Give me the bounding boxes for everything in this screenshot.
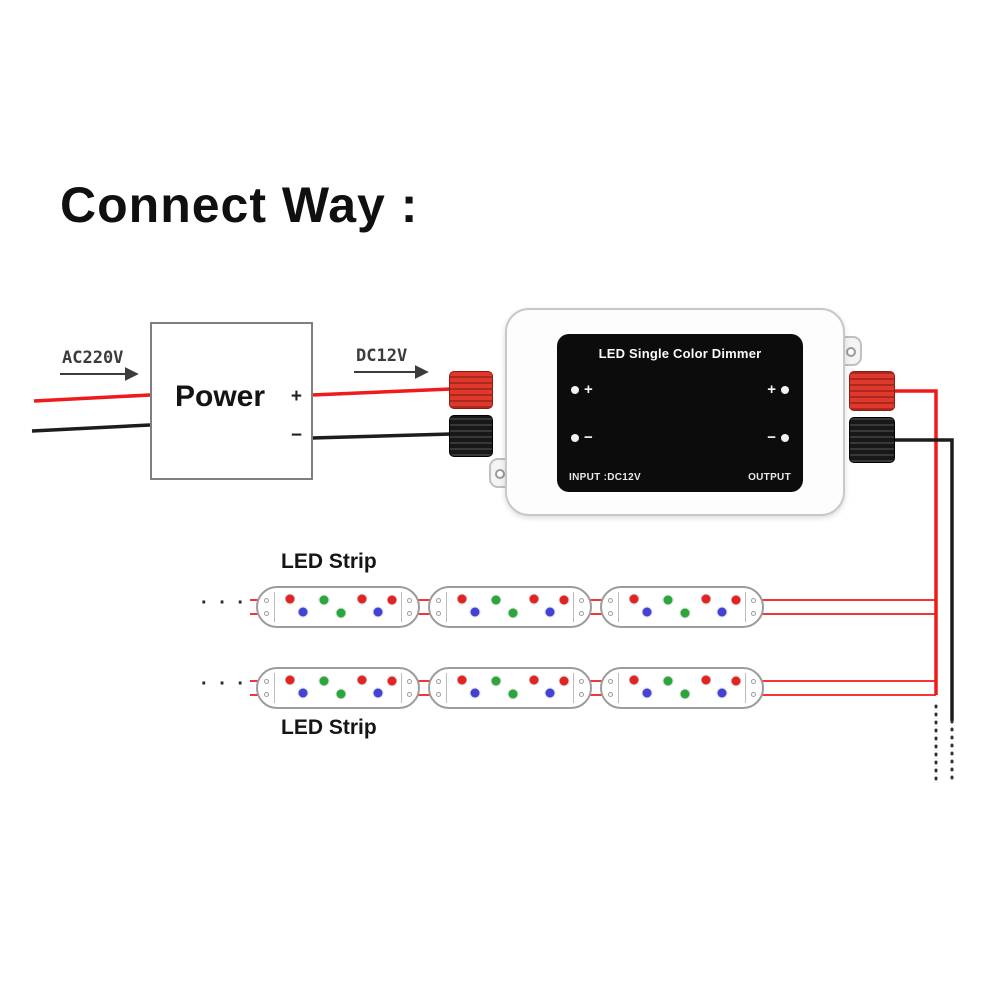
led-blue [545, 607, 555, 617]
dc-voltage-label: DC12V [356, 346, 408, 366]
output-positive-clip [849, 371, 895, 411]
led-blue [298, 688, 308, 698]
led-green [508, 689, 518, 699]
led-red [357, 675, 367, 685]
output-positive-wire [893, 389, 938, 695]
output-minus-terminal: − [767, 429, 789, 446]
led-green [336, 689, 346, 699]
ac-neutral-wire [31, 423, 151, 433]
led-blue [717, 607, 727, 617]
led-red [731, 595, 741, 605]
led-red [731, 676, 741, 686]
led-red [285, 594, 295, 604]
led-strip-row-1 [256, 586, 764, 628]
led-red [701, 594, 711, 604]
led-module [600, 586, 764, 628]
input-label: INPUT :DC12V [569, 472, 641, 483]
led-blue [373, 688, 383, 698]
dimmer-screen: LED Single Color Dimmer + + − − INPUT :D… [557, 334, 803, 492]
led-green [319, 676, 329, 686]
led-module [428, 586, 592, 628]
input-minus-terminal: − [571, 429, 593, 446]
led-red [701, 675, 711, 685]
minus-sign: − [767, 429, 776, 446]
power-plus-terminal: + [290, 386, 302, 407]
led-blue [642, 607, 652, 617]
led-red [387, 676, 397, 686]
led-red [457, 675, 467, 685]
led-red [357, 594, 367, 604]
output-label: OUTPUT [748, 472, 791, 483]
led-red [387, 595, 397, 605]
led-strip-label-bottom: LED Strip [281, 716, 377, 739]
strip1-continuation-dots: · · · [201, 592, 248, 614]
led-strip-row-2 [256, 667, 764, 709]
led-green [680, 608, 690, 618]
screw-hole-icon [495, 469, 505, 479]
led-green [663, 676, 673, 686]
led-green [680, 689, 690, 699]
ac-live-wire [33, 393, 151, 403]
led-blue [298, 607, 308, 617]
terminal-dot-icon [781, 385, 789, 394]
led-green [319, 595, 329, 605]
led-module [256, 667, 420, 709]
dc-negative-wire [311, 432, 452, 440]
input-positive-clip [449, 371, 493, 409]
led-green [663, 595, 673, 605]
screen-bottom-labels: INPUT :DC12V OUTPUT [569, 472, 791, 483]
led-red [559, 676, 569, 686]
terminal-dot-icon [781, 433, 789, 442]
strip2-continuation-dots: · · · [201, 673, 248, 695]
dimmer-title: LED Single Color Dimmer [598, 346, 762, 361]
output-negative-clip [849, 417, 895, 463]
led-blue [717, 688, 727, 698]
input-plus-terminal: + [571, 381, 593, 398]
led-strip-label-top: LED Strip [281, 550, 377, 573]
power-label: Power [174, 380, 266, 413]
led-blue [373, 607, 383, 617]
minus-sign: − [584, 429, 593, 446]
input-negative-clip [449, 415, 493, 457]
led-blue [642, 688, 652, 698]
plus-sign: + [584, 381, 593, 398]
led-red [629, 594, 639, 604]
led-green [336, 608, 346, 618]
dimmer-body: LED Single Color Dimmer + + − − INPUT :D… [505, 308, 845, 516]
led-module [428, 667, 592, 709]
led-green [508, 608, 518, 618]
led-red [457, 594, 467, 604]
led-blue [470, 688, 480, 698]
terminal-dot-icon [571, 385, 579, 394]
led-green [491, 676, 501, 686]
ac-voltage-label: AC220V [62, 348, 124, 368]
power-supply-box: Power + − [150, 322, 313, 480]
led-red [529, 594, 539, 604]
page-title: Connect Way : [60, 177, 419, 233]
led-blue [545, 688, 555, 698]
led-module [256, 586, 420, 628]
led-red [529, 675, 539, 685]
led-green [491, 595, 501, 605]
output-negative-wire [893, 438, 954, 721]
led-red [629, 675, 639, 685]
screw-hole-icon [846, 347, 856, 357]
plus-sign: + [767, 381, 776, 398]
terminal-dot-icon [571, 433, 579, 442]
led-red [559, 595, 569, 605]
led-blue [470, 607, 480, 617]
output-plus-terminal: + [767, 381, 789, 398]
dc-positive-wire [311, 387, 452, 397]
power-minus-terminal: − [290, 425, 302, 446]
led-module [600, 667, 764, 709]
led-red [285, 675, 295, 685]
